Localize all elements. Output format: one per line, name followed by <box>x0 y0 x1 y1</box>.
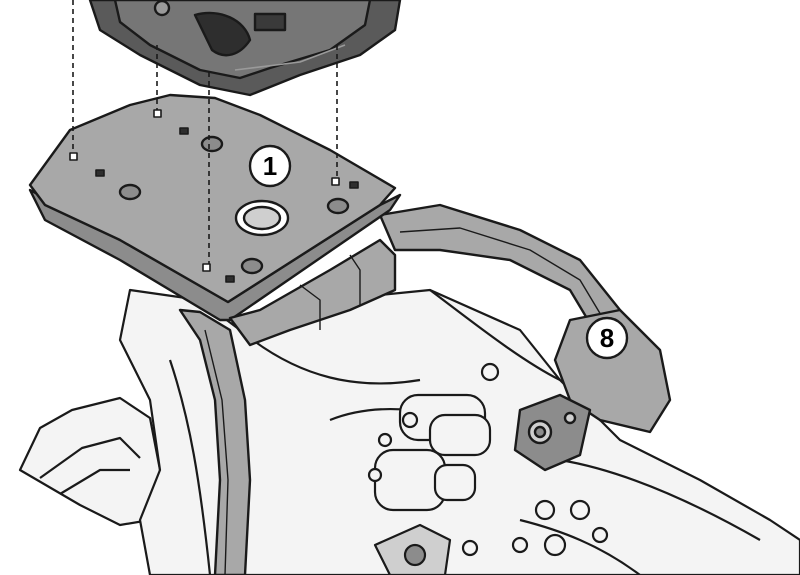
alignment-guides <box>72 0 338 264</box>
mounting-holes <box>69 109 359 283</box>
top-case <box>88 0 402 97</box>
rack-plate <box>28 93 402 347</box>
side-bracket <box>513 308 672 472</box>
callout-label: 8 <box>600 323 614 353</box>
callout-label: 1 <box>263 151 277 181</box>
callout-8: 8 <box>585 316 629 360</box>
motorcycle-rear-frame <box>18 288 800 575</box>
callout-1: 1 <box>248 144 292 188</box>
